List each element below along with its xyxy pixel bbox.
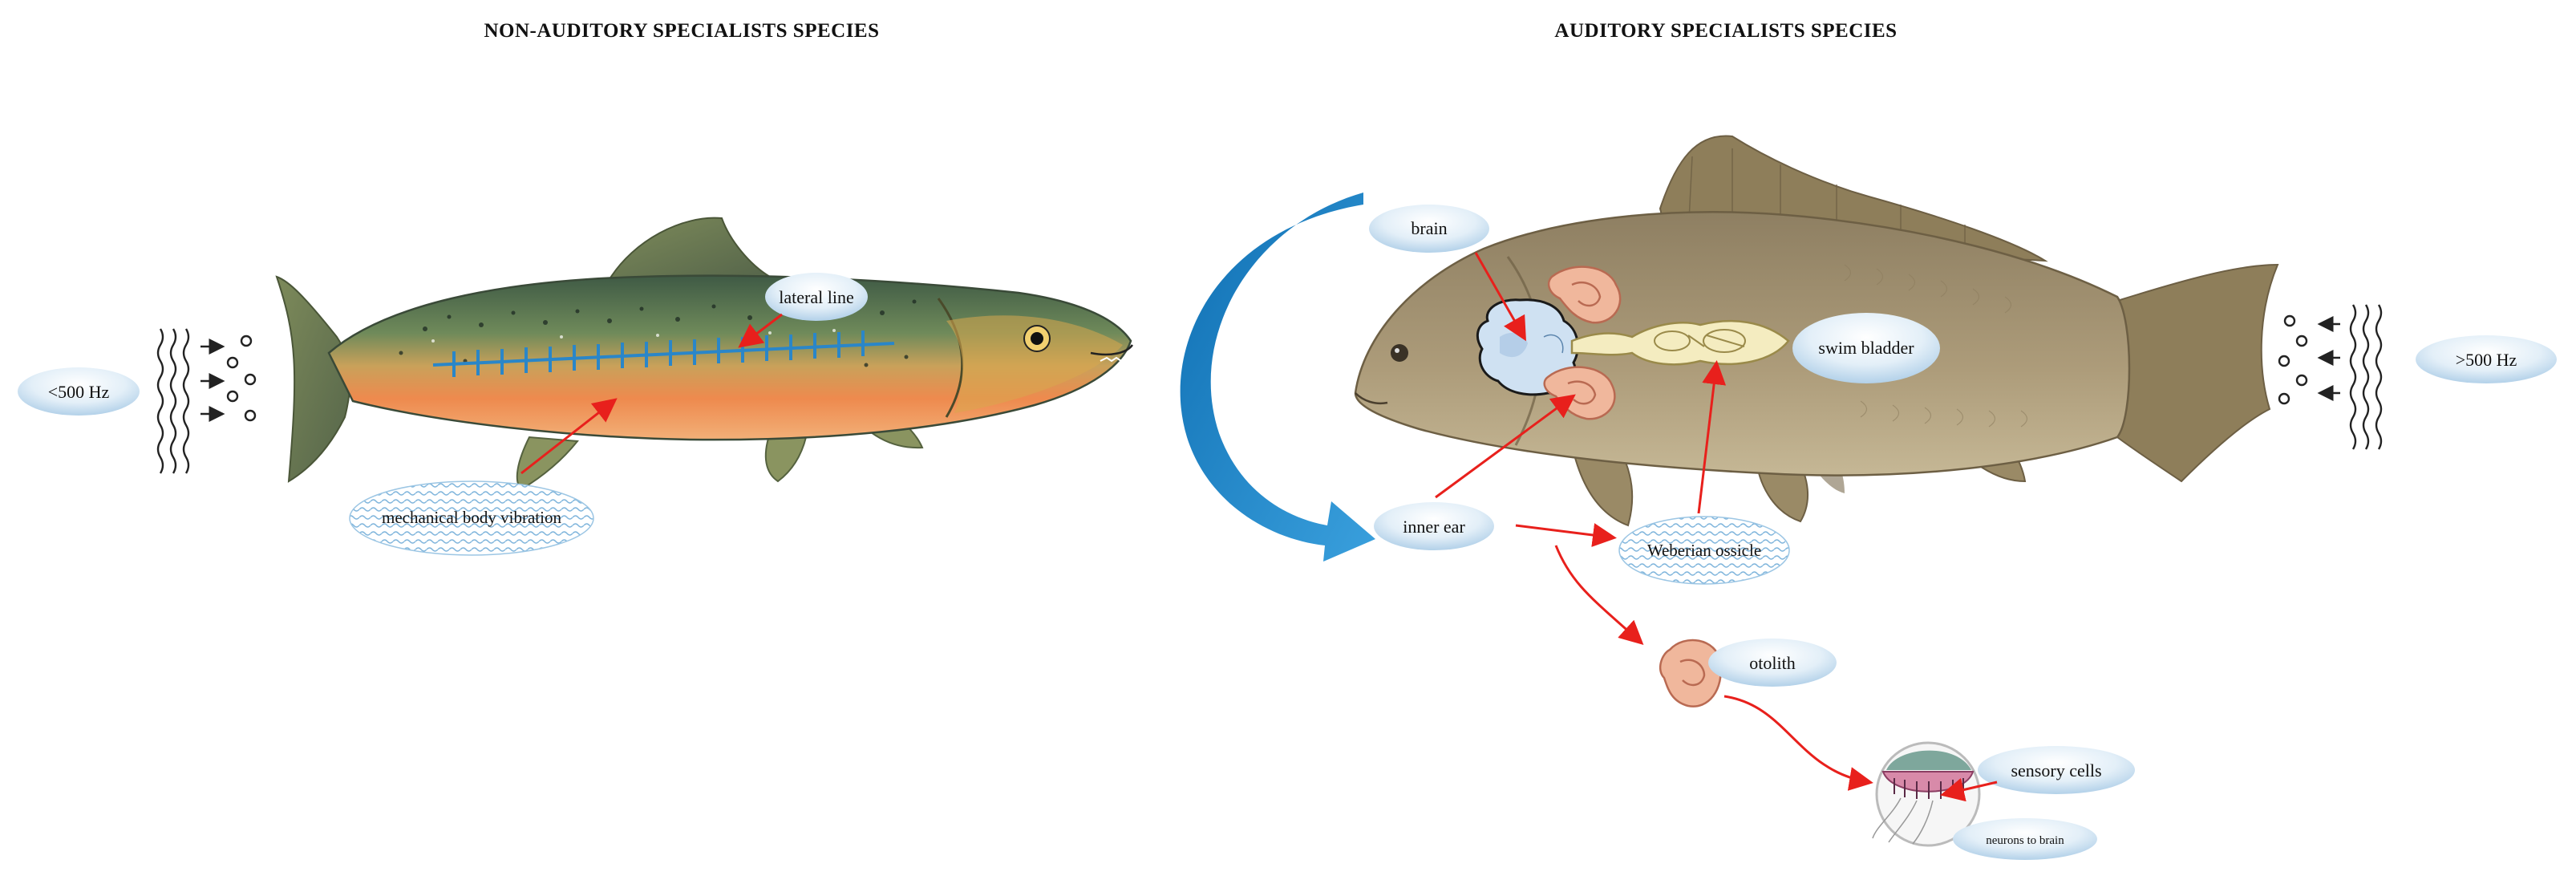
- sound-arrows-right-icon: [2317, 316, 2340, 401]
- high-frequency-label: >500 Hz: [2456, 350, 2517, 370]
- sound-waves-left-icon: [156, 328, 190, 474]
- inner-ear-label: inner ear: [1403, 517, 1465, 537]
- mechanical-vibration-callout: mechanical body vibration: [349, 398, 618, 556]
- weberian-ossicle-label: Weberian ossicle: [1647, 541, 1761, 560]
- low-frequency-label: <500 Hz: [48, 382, 110, 402]
- sound-arrows-left-icon: [200, 339, 225, 422]
- sound-particles-right-icon: [2278, 314, 2308, 405]
- weberian-ossicle-organ: [1570, 320, 1790, 366]
- inner-ear-callout: inner ear: [1374, 394, 1644, 646]
- lateral-line-label: lateral line: [779, 287, 853, 307]
- weberian-ossicle-callout: Weberian ossicle: [1618, 360, 1790, 585]
- lateral-line-callout: lateral line: [738, 273, 868, 348]
- trout-illustration: [275, 217, 1134, 491]
- sound-particles-left-icon: [226, 334, 257, 422]
- sensory-cells-label: sensory cells: [2011, 760, 2101, 780]
- curved-arrow-icon: [1180, 193, 1375, 562]
- swim-bladder-organ: swim bladder: [1792, 313, 1940, 383]
- high-frequency-badge: >500 Hz: [2416, 335, 2557, 383]
- sound-waves-right-icon: [2349, 304, 2383, 450]
- neurons-callout: neurons to brain: [1953, 818, 2097, 860]
- otolith-organ: [1659, 639, 1723, 708]
- otolith-callout: otolith: [1708, 639, 1873, 791]
- brain-label: brain: [1411, 218, 1447, 238]
- otolith-label: otolith: [1749, 653, 1795, 673]
- mechanical-vibration-label: mechanical body vibration: [382, 508, 561, 527]
- neurons-label: neurons to brain: [1986, 834, 2064, 847]
- swim-bladder-label: swim bladder: [1818, 338, 1914, 358]
- title-non-auditory: NON-AUDITORY SPECIALISTS SPECIES: [484, 20, 879, 42]
- inner-ear-organ: [1543, 266, 1622, 420]
- title-auditory: AUDITORY SPECIALISTS SPECIES: [1554, 20, 1897, 42]
- sensory-cells-callout: sensory cells: [1940, 746, 2135, 802]
- low-frequency-badge: <500 Hz: [18, 367, 140, 416]
- brain-callout: brain: [1369, 205, 1526, 342]
